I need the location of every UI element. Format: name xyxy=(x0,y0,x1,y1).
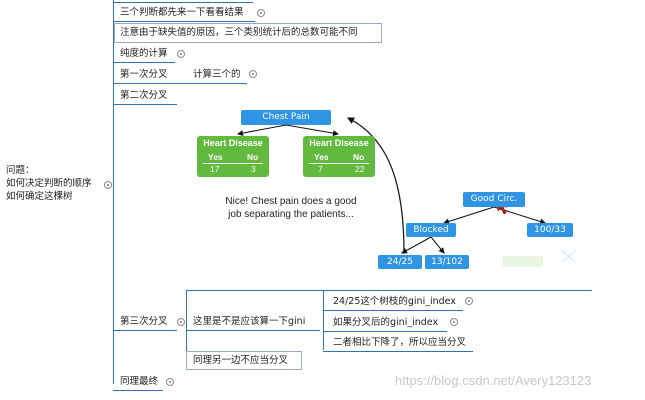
left-divider xyxy=(203,163,263,164)
figure-caption-line1: Nice! Chest pain does a good xyxy=(225,196,357,207)
heart-disease-left-node: Heart Disease Yes No 17 3 xyxy=(197,136,269,177)
first-split-to-child-line xyxy=(177,83,185,84)
branch-missing-values[interactable]: 注意由于缺失值的原因，三个类别统计后的总数可能不同 xyxy=(120,27,358,38)
gini-index-branch-collapse-icon[interactable] xyxy=(465,297,473,305)
right-no-value: 22 xyxy=(355,164,365,174)
right-divider xyxy=(309,163,369,164)
branch-third-split-collapse-icon[interactable] xyxy=(177,318,185,326)
heart-disease-left-title: Heart Disease xyxy=(203,138,263,148)
branch-purity-calc-collapse-icon[interactable] xyxy=(177,50,185,58)
watermark: https://blog.csdn.net/Avery123123 xyxy=(395,373,592,388)
first-split-child[interactable]: 计算三个的 xyxy=(193,69,241,80)
branch-final-underline xyxy=(113,390,163,391)
gini-question-underline xyxy=(186,330,320,331)
first-split-child-collapse-icon[interactable] xyxy=(249,70,257,78)
leaf-13-102-node: 13/102 xyxy=(425,255,469,269)
leaf-100-33-node: 100/33 xyxy=(527,223,573,237)
branch-second-split[interactable]: 第二次分叉 xyxy=(120,90,168,101)
branch-three-judgements-collapse-icon[interactable] xyxy=(257,9,265,17)
gini-question-node[interactable]: 这里是不是应该算一下gini xyxy=(193,316,306,327)
chest-pain-node: Chest Pain xyxy=(241,110,331,125)
gini-index-branch-underline xyxy=(323,310,463,311)
branch-third-split-underline xyxy=(113,330,177,331)
left-yes-label: Yes xyxy=(208,152,223,162)
main-connector xyxy=(113,0,114,384)
branch-first-split[interactable]: 第一次分叉 xyxy=(120,69,168,80)
gini-after-split[interactable]: 如果分叉后的gini_index xyxy=(333,317,439,328)
gini-decrease-conclusion[interactable]: 二者相比下降了，所以应当分叉 xyxy=(333,337,467,348)
gini-after-split-underline xyxy=(323,331,447,332)
first-split-child-underline xyxy=(185,83,247,84)
heart-disease-right-title: Heart Disease xyxy=(309,138,369,148)
branch-final[interactable]: 同理最终 xyxy=(120,376,159,387)
blocked-node: Blocked xyxy=(406,223,456,237)
gini-children-connector xyxy=(323,291,324,350)
left-no-value: 3 xyxy=(251,164,256,174)
branch-three-judgements-underline xyxy=(113,21,255,22)
leaf-24-25-node: 24/25 xyxy=(378,255,422,269)
gini-index-branch[interactable]: 24/25这个树枝的gini_index xyxy=(333,296,456,307)
root-collapse-icon[interactable] xyxy=(104,181,112,189)
root-node-line3: 如何确定这棵树 xyxy=(6,191,73,202)
branch-first-split-underline xyxy=(113,83,177,84)
right-yes-value: 7 xyxy=(318,164,323,174)
right-no-label: No xyxy=(353,152,365,162)
branch-second-split-underline xyxy=(113,104,177,105)
other-side-no-split[interactable]: 同理另一边不应当分叉 xyxy=(193,355,289,366)
right-yes-label: Yes xyxy=(314,152,329,162)
good-circ-node: Good Circ. xyxy=(463,192,525,207)
left-no-label: No xyxy=(247,152,259,162)
top-branch-line xyxy=(113,2,253,3)
branch-purity-calc-underline xyxy=(113,62,175,63)
branch-purity-calc[interactable]: 纯度的计算 xyxy=(120,48,168,59)
gini-decrease-conclusion-underline xyxy=(323,351,473,352)
branch-missing-values-box xyxy=(114,23,382,43)
gini-after-split-collapse-icon[interactable] xyxy=(450,318,458,326)
branch-third-split[interactable]: 第三次分叉 xyxy=(120,316,168,327)
branch-three-judgements[interactable]: 三个判断都先来一下看看结果 xyxy=(120,7,244,18)
root-node-line1: 问题： xyxy=(6,165,35,176)
third-split-connector xyxy=(186,290,187,368)
left-yes-value: 17 xyxy=(210,164,220,174)
other-side-no-split-box xyxy=(186,351,302,370)
figure-caption-line2: job separating the patients... xyxy=(228,209,354,220)
heart-disease-right-node: Heart Disease Yes No 7 22 xyxy=(303,136,375,177)
branch-final-collapse-icon[interactable] xyxy=(166,378,174,386)
third-split-connector-top xyxy=(186,290,592,291)
root-node-line2: 如何决定判断的顺序 xyxy=(6,178,92,189)
